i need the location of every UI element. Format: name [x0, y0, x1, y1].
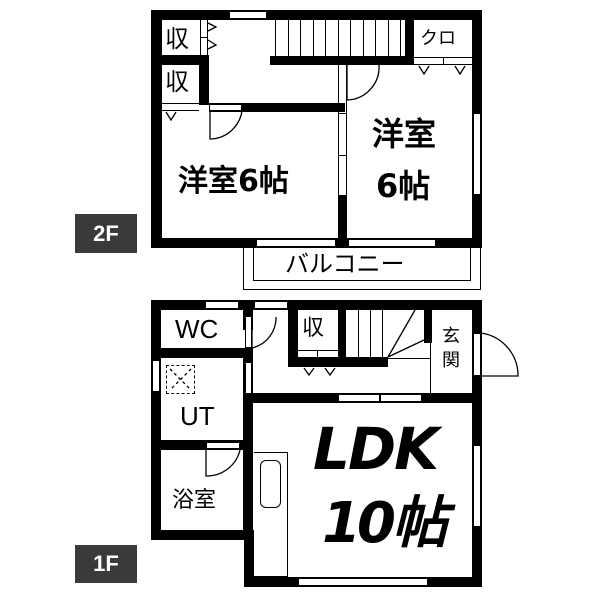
wall — [270, 56, 408, 65]
door-frame — [380, 394, 422, 402]
balcony — [243, 248, 481, 290]
wall — [288, 310, 298, 367]
room-label-entrance-2: 関 — [442, 350, 460, 371]
wall — [151, 10, 162, 248]
wall — [151, 300, 161, 540]
kitchen-counter — [254, 452, 288, 577]
wall — [405, 10, 414, 65]
window — [473, 445, 481, 527]
wall — [151, 440, 253, 450]
wall — [424, 310, 432, 343]
room-label-western-room-right: 洋室 — [372, 115, 437, 153]
room-label-western-room-right-size: 6帖 — [376, 167, 431, 205]
room-label-storage: 収 — [165, 68, 189, 96]
room-label-western-room-left: 洋室6帖 — [178, 164, 289, 199]
room-label-toilet: WC — [175, 314, 219, 344]
washing-machine-space — [166, 365, 195, 394]
room-label-balcony: バルコニー — [285, 250, 405, 278]
window — [205, 301, 239, 309]
window — [473, 113, 481, 195]
room-label-ldk: LDK — [313, 415, 439, 483]
window — [298, 578, 428, 586]
wall — [243, 300, 253, 330]
wall — [243, 348, 253, 538]
room-label-closet: クロ — [420, 28, 456, 49]
wall — [151, 348, 253, 358]
window — [229, 11, 267, 19]
window — [256, 239, 336, 247]
wall — [244, 530, 254, 587]
door-frame — [209, 104, 242, 111]
room-label-storage: 収 — [302, 316, 325, 341]
kitchen-sink — [260, 460, 281, 508]
wall — [288, 357, 388, 367]
wall — [338, 310, 346, 367]
room-label-entrance: 玄 — [442, 326, 460, 347]
door-swing — [480, 332, 519, 377]
door-swing — [205, 449, 241, 477]
wall — [151, 10, 482, 20]
entrance-door-frame — [473, 333, 481, 376]
wall — [151, 300, 482, 310]
window — [254, 301, 288, 309]
door-frame — [245, 362, 252, 394]
wall — [209, 103, 345, 112]
door-swing — [209, 110, 243, 140]
wall — [472, 300, 482, 587]
wall — [151, 55, 209, 65]
door-frame — [206, 442, 240, 449]
room-label-storage: 収 — [165, 25, 189, 53]
door-swing — [251, 316, 277, 349]
room-label-ldk-size: 10帖 — [322, 491, 448, 556]
door-swing — [346, 64, 380, 101]
window — [348, 239, 436, 247]
window — [152, 360, 160, 392]
wall — [199, 55, 209, 105]
floor-tag-1f: 1F — [75, 545, 137, 583]
room-label-bathroom: 浴室 — [172, 488, 217, 513]
wall — [338, 195, 347, 248]
door-frame — [338, 394, 380, 402]
floor-tag-2f: 2F — [75, 214, 137, 253]
wall — [151, 530, 254, 540]
door-frame — [245, 316, 252, 348]
room-label-utility: UT — [180, 401, 215, 431]
